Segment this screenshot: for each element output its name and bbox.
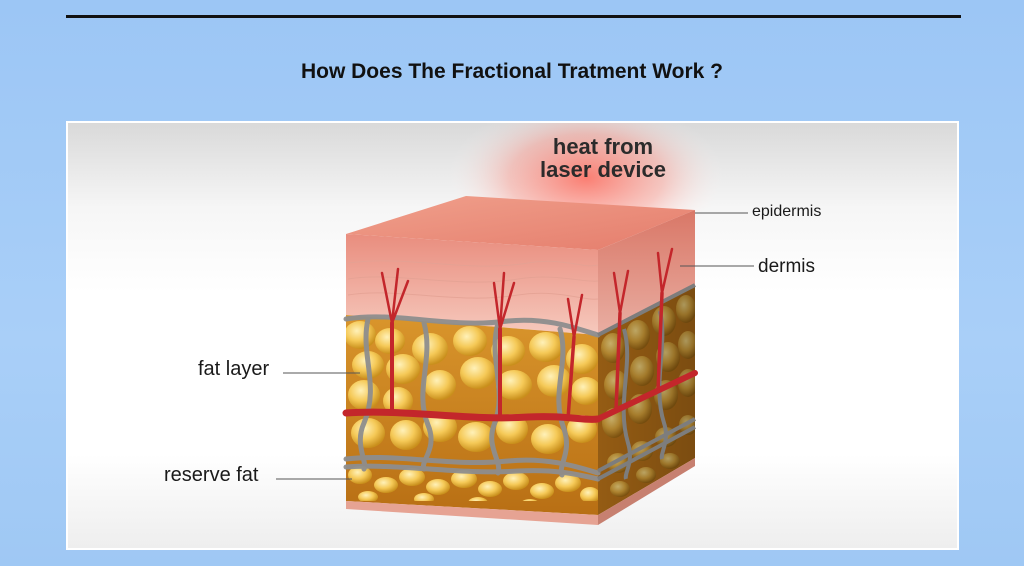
epidermis-label: epidermis: [752, 203, 822, 220]
fat-layer-label: fat layer: [198, 358, 270, 380]
reserve-fat-label: reserve fat: [164, 464, 259, 486]
top-divider-line: [66, 15, 961, 18]
epidermis-top-surface: [346, 196, 695, 250]
leader-lines: [276, 212, 754, 480]
heat-from-laser-label: heat from laser device: [498, 135, 708, 181]
skin-diagram-panel: heat from laser device epidermis dermis …: [66, 121, 959, 550]
dermis-label: dermis: [758, 256, 816, 277]
skin-cross-section-illustration: [276, 123, 754, 525]
blood-vessels: [342, 247, 698, 423]
reserve-fat-base: [346, 501, 598, 525]
dermis-front: [346, 234, 598, 335]
heat-label-line2: laser device: [540, 157, 666, 182]
page-title: How Does The Fractional Tratment Work ?: [300, 60, 723, 83]
heat-label-line1: heat from: [552, 134, 654, 159]
connective-septa-side: [597, 283, 696, 481]
